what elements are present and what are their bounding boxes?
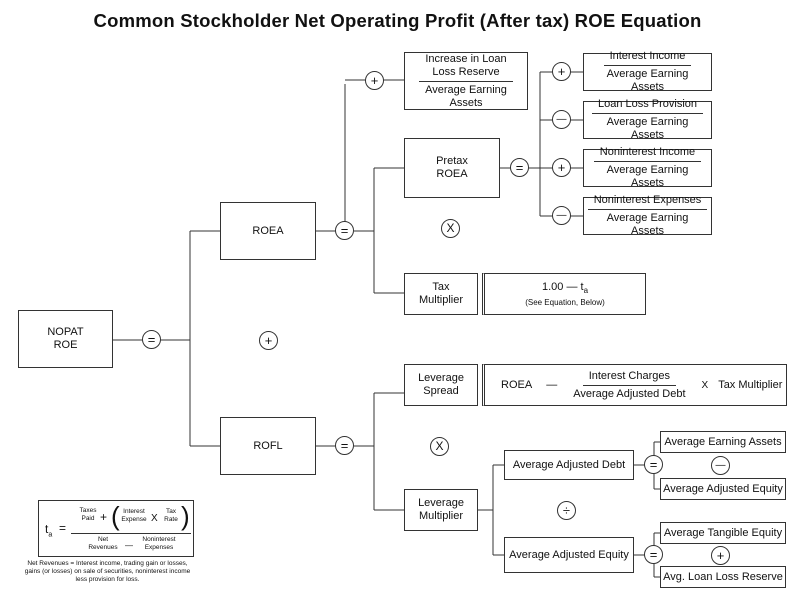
pretax-roea-label: Pretax ROEA — [436, 155, 468, 180]
ta-lhs-symbol: t — [45, 522, 49, 536]
ta-net-revenues: Net Revenues — [88, 536, 118, 551]
roea-label: ROEA — [252, 224, 284, 237]
avg-earning-assets-label: Average Earning Assets — [664, 435, 782, 448]
noninterest-expenses-numerator: Noninterest Expenses — [587, 194, 708, 210]
ta-paren-close: ) — [181, 501, 190, 531]
tax-formula-note: (See Equation, Below) — [525, 298, 605, 308]
ta-plus: + — [100, 510, 108, 524]
ta-taxes-paid: Taxes Paid — [79, 507, 97, 522]
leverage-formula-numerator: Interest Charges — [582, 370, 677, 386]
ta-equals: = — [59, 521, 67, 535]
loan-loss-reserve-numerator: Increase in Loan Loss Reserve — [419, 53, 513, 82]
ta-x: X — [151, 513, 158, 524]
avg-adj-equity-leaf: Average Adjusted Equity — [660, 478, 786, 500]
ta-footnote: Net Revenues = Interest income, trading … — [24, 560, 191, 583]
leverage-formula-tax-multiplier: Tax Multiplier — [718, 378, 783, 391]
equals-operator-pretax: = — [510, 158, 529, 177]
noninterest-expenses-denominator: Average Earning Assets — [606, 212, 689, 237]
equals-operator-roea: = — [335, 221, 354, 240]
leverage-formula-box: ROEA — Interest Charges Average Adjusted… — [482, 364, 787, 406]
diagram-title: Common Stockholder Net Operating Profit … — [93, 10, 702, 31]
avg-adjusted-equity-node: Average Adjusted Equity — [504, 537, 634, 573]
leverage-formula-denominator: Average Adjusted Debt — [573, 387, 686, 400]
ta-equation-box: ta = Taxes Paid + ( Interest Expense X T… — [38, 500, 194, 557]
avg-adjusted-debt-label: Average Adjusted Debt — [512, 458, 626, 471]
avg-adjusted-equity-label: Average Adjusted Equity — [509, 548, 629, 561]
tax-formula-subscript: a — [583, 286, 589, 296]
avg-earning-assets-leaf: Average Earning Assets — [660, 431, 786, 453]
leverage-spread-label: Leverage Spread — [418, 372, 464, 397]
equals-operator-rofl: = — [335, 436, 354, 455]
interest-income-numerator: Interest Income — [603, 50, 692, 66]
ta-lhs: ta — [45, 523, 52, 539]
minus-operator-loan-loss: — — [552, 110, 571, 129]
loan-loss-reserve-denominator: Average Earning Assets — [425, 83, 507, 109]
times-operator-roea: X — [441, 219, 460, 238]
plus-operator-interest-income: + — [552, 62, 571, 81]
avg-loan-loss-reserve-label: Avg. Loan Loss Reserve — [663, 570, 783, 583]
equals-operator-nopat: = — [142, 330, 161, 349]
plus-operator-noninterest-income: + — [552, 158, 571, 177]
ta-numerator: Taxes Paid + ( Interest Expense X Tax Ra… — [71, 503, 191, 534]
noninterest-income-denominator: Average Earning Assets — [606, 164, 689, 189]
avg-tangible-equity-leaf: Average Tangible Equity — [660, 522, 786, 544]
avg-adjusted-debt-node: Average Adjusted Debt — [504, 450, 634, 480]
avg-loan-loss-reserve-leaf: Avg. Loan Loss Reserve — [660, 566, 786, 588]
plus-operator-roea-rofl: + — [259, 331, 278, 350]
loan-loss-provision-numerator: Loan Loss Provision — [591, 98, 704, 114]
rofl-node: ROFL — [220, 417, 316, 475]
plus-operator-adj-equity: + — [711, 546, 730, 565]
leverage-spread-node: Leverage Spread — [404, 364, 478, 406]
minus-operator-noninterest-expenses: — — [552, 206, 571, 225]
tax-formula-expression: 1.00 — t — [541, 280, 584, 293]
equals-operator-adj-equity: = — [644, 545, 663, 564]
ta-noninterest-expenses: Noninterest Expenses — [142, 536, 176, 551]
times-operator-rofl: X — [430, 437, 449, 456]
tax-formula-box: 1.00 — ta (See Equation, Below) — [482, 273, 646, 315]
ta-paren-open: ( — [111, 501, 120, 531]
leverage-formula-minus: — — [546, 378, 558, 391]
nopat-roe-label: NOPAT ROE — [47, 326, 84, 351]
loan-loss-provision-denominator: Average Earning Assets — [606, 116, 689, 141]
leverage-multiplier-label: Leverage Multiplier — [418, 497, 464, 522]
rofl-label: ROFL — [253, 439, 283, 452]
pretax-roea-node: Pretax ROEA — [404, 138, 500, 198]
tax-formula-main: 1.00 — ta — [542, 281, 588, 295]
roea-node: ROEA — [220, 202, 316, 260]
leverage-formula-times: X — [701, 379, 709, 391]
minus-operator-adj-debt: — — [711, 456, 730, 475]
ta-interest-expense: Interest Expense — [121, 508, 147, 523]
avg-adj-equity-label: Average Adjusted Equity — [663, 482, 783, 495]
leverage-multiplier-node: Leverage Multiplier — [404, 489, 478, 531]
ta-lhs-subscript: a — [48, 531, 53, 539]
avg-tangible-equity-label: Average Tangible Equity — [663, 526, 783, 539]
noninterest-income-numerator: Noninterest Income — [593, 146, 702, 162]
interest-income-denominator: Average Earning Assets — [606, 68, 689, 93]
tax-multiplier-node: Tax Multiplier — [404, 273, 478, 315]
nopat-roe-node: NOPAT ROE — [18, 310, 113, 368]
ta-minus: — — [125, 541, 133, 550]
plus-operator-loan-reserve: + — [365, 71, 384, 90]
equals-operator-adj-debt: = — [644, 455, 663, 474]
leverage-formula-fraction: Interest Charges Average Adjusted Debt — [567, 370, 691, 401]
ta-tax-rate: Tax Rate — [164, 508, 178, 523]
tax-multiplier-label: Tax Multiplier — [418, 281, 463, 306]
leverage-formula-roea: ROEA — [501, 378, 533, 391]
divide-operator-leverage: ÷ — [557, 501, 576, 520]
